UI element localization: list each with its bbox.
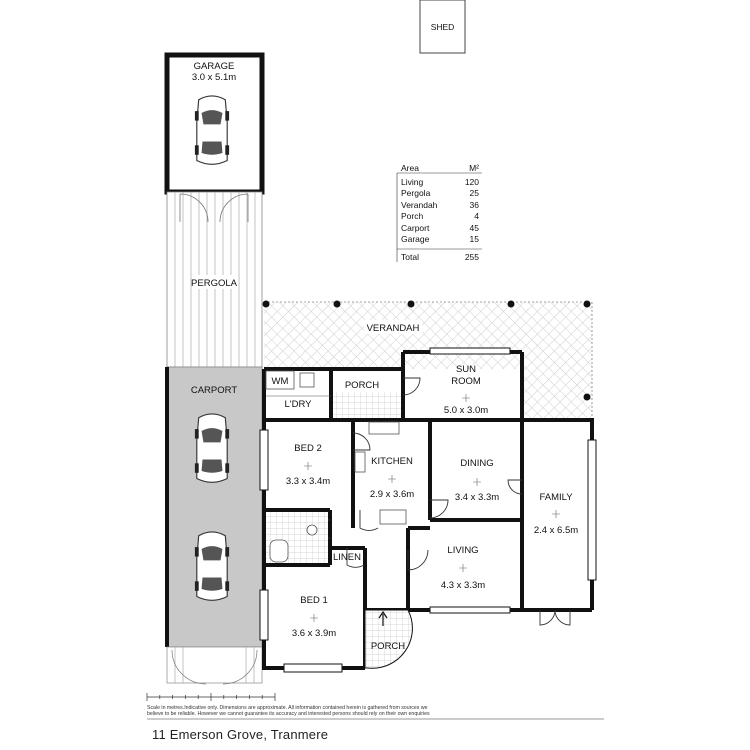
- area-row-value: 120: [465, 177, 479, 187]
- disclaimer-line-2: believe to be reliable. However we canno…: [147, 711, 430, 717]
- disclaimer-line-1: Scale in metres.Indicative only. Dimensi…: [147, 705, 428, 711]
- wm-label: WM: [272, 376, 289, 387]
- sink-icon: [368, 421, 400, 435]
- area-header-unit: M²: [469, 163, 479, 173]
- area-total-value: 255: [465, 252, 479, 262]
- light-marker: [304, 394, 560, 622]
- pergola-label: PERGOLA: [191, 278, 238, 289]
- car-icon: [194, 95, 230, 165]
- front-porch: [364, 609, 413, 669]
- area-row-value: 15: [470, 234, 480, 244]
- verandah-post: [262, 300, 591, 401]
- area-total-label: Total: [401, 252, 419, 262]
- family-label: FAMILY: [539, 492, 573, 503]
- family-dims: 2.4 x 6.5m: [534, 525, 578, 536]
- pergola: PERGOLA: [166, 191, 263, 368]
- basin-icon: [306, 524, 318, 536]
- area-row-label: Garage: [401, 234, 430, 244]
- dining-label: DINING: [460, 458, 493, 469]
- area-row-label: Verandah: [401, 200, 438, 210]
- area-row-value: 25: [470, 188, 480, 198]
- carport: CARPORT: [165, 366, 263, 648]
- shed: SHED: [419, 0, 466, 54]
- shed-label: SHED: [431, 22, 455, 32]
- area-row-value: 4: [474, 211, 479, 221]
- living-label: LIVING: [447, 545, 478, 556]
- dining-dims: 3.4 x 3.3m: [455, 492, 499, 503]
- windows: [259, 347, 597, 673]
- garage: GARAGE 3.0 x 5.1m: [164, 52, 265, 195]
- car-icon: [194, 531, 230, 601]
- kitchen-label: KITCHEN: [371, 456, 413, 467]
- verandah: VERANDAH: [262, 300, 593, 419]
- area-row-label: Carport: [401, 223, 430, 233]
- bed2-dims: 3.3 x 3.4m: [286, 476, 330, 487]
- carport-label: CARPORT: [191, 385, 237, 396]
- car-icon: [194, 413, 230, 483]
- area-row-label: Living: [401, 177, 423, 187]
- linen-label: LINEN: [333, 552, 361, 563]
- area-row-label: Pergola: [401, 188, 431, 198]
- laundry-label: L'DRY: [285, 399, 313, 410]
- area-row-label: Porch: [401, 211, 423, 221]
- living-dims: 4.3 x 3.3m: [441, 580, 485, 591]
- scale-bar: [146, 693, 276, 701]
- rear-porch-label: PORCH: [345, 380, 379, 391]
- carport-gate: [166, 646, 263, 685]
- area-header: Area: [401, 163, 419, 173]
- bed1-label: BED 1: [300, 595, 327, 606]
- stove-icon: [354, 451, 366, 473]
- garage-dims: 3.0 x 5.1m: [192, 72, 236, 83]
- garage-label: GARAGE: [194, 61, 235, 72]
- sunroom-label-2: ROOM: [451, 376, 481, 387]
- sunroom-label-1: SUN: [456, 364, 476, 375]
- area-row-value: 36: [470, 200, 480, 210]
- rear-porch-floor: [333, 392, 401, 418]
- bed1-dims: 3.6 x 3.9m: [292, 628, 336, 639]
- bed2-label: BED 2: [294, 443, 321, 454]
- kitchen-dims: 2.9 x 3.6m: [370, 489, 414, 500]
- verandah-label: VERANDAH: [367, 323, 420, 334]
- entry-arrow-icon: [378, 610, 388, 626]
- trough-icon: [299, 372, 315, 388]
- sunroom-dims: 5.0 x 3.0m: [444, 405, 488, 416]
- property-address: 11 Emerson Grove, Tranmere: [152, 727, 329, 742]
- bath-icon: [269, 539, 289, 563]
- area-row-value: 45: [470, 223, 480, 233]
- wm-box: [265, 370, 295, 390]
- area-table: Area M² Living 120 Pergola 25 Verandah 3…: [396, 163, 482, 262]
- front-porch-label: PORCH: [371, 641, 405, 652]
